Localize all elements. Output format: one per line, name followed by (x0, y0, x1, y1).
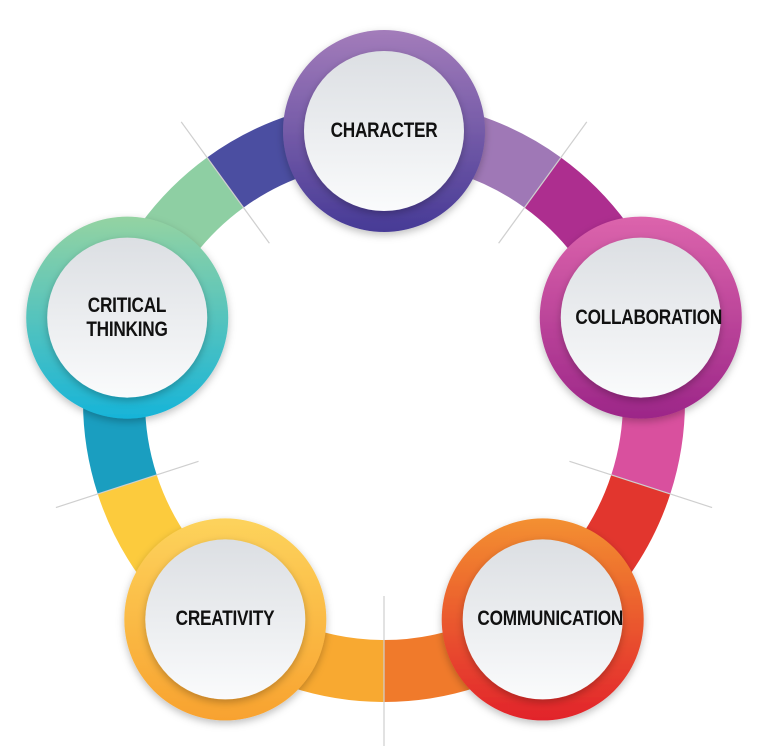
node-disk (560, 237, 721, 398)
divider-tick (498, 121, 588, 244)
divider-tick (569, 460, 713, 509)
node-disk (304, 51, 464, 211)
node-disk (462, 539, 623, 700)
node-label-creativity: CREATIVITY (175, 607, 275, 631)
node-label-character: CHARACTER (330, 119, 438, 142)
node-disk (145, 539, 306, 700)
node-disk (47, 237, 208, 398)
divider-tick (180, 121, 270, 244)
node-label-collaboration: COLLABORATION (575, 305, 722, 329)
divider-tick (55, 460, 199, 509)
node-label-communication: COMMUNICATION (477, 607, 623, 631)
